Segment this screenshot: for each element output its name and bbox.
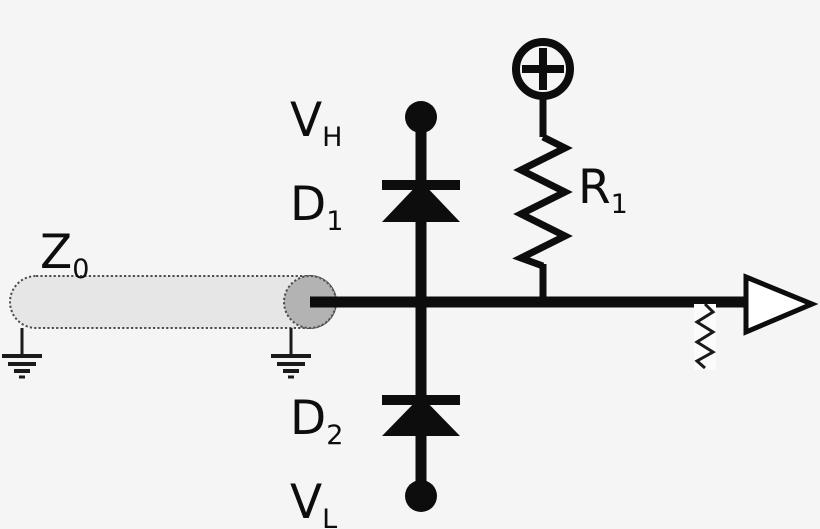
label-d1-sub: 1 — [326, 206, 343, 237]
label-d1-base: D — [290, 177, 326, 232]
r1-zigzag — [512, 133, 573, 270]
d1-anode-triangle — [382, 181, 460, 222]
label-vh: VH — [290, 93, 342, 153]
transmission-line-z0 — [9, 275, 337, 329]
label-d2: D2 — [290, 391, 343, 451]
label-r1-sub: 1 — [611, 189, 628, 220]
buffer-amplifier-icon — [743, 273, 819, 336]
label-vl-sub: L — [322, 504, 337, 529]
diode-d2-symbol — [382, 395, 460, 436]
label-vh-base: V — [290, 93, 322, 148]
label-d1: D1 — [290, 177, 343, 237]
label-z0-base: Z — [40, 225, 72, 280]
label-vl-base: V — [290, 475, 322, 529]
ground-left-icon — [2, 328, 42, 379]
stub-resistor-zigzag — [694, 302, 716, 370]
label-d2-sub: 2 — [326, 420, 343, 451]
diode-d1-symbol — [382, 180, 460, 222]
label-vh-sub: H — [322, 122, 342, 153]
label-r1-base: R — [578, 160, 611, 215]
stub-resistor-symbol — [694, 302, 716, 370]
d2-anode-triangle — [382, 396, 460, 436]
label-z0: Z0 — [40, 225, 89, 285]
label-r1: R1 — [578, 160, 628, 220]
vh-terminal-dot — [405, 101, 437, 133]
vl-terminal-dot — [405, 480, 437, 512]
label-vl: VL — [290, 475, 337, 529]
ground-right-icon — [271, 328, 311, 379]
source-plus-icon — [512, 38, 574, 100]
label-z0-sub: 0 — [72, 254, 89, 285]
label-d2-base: D — [290, 391, 326, 446]
